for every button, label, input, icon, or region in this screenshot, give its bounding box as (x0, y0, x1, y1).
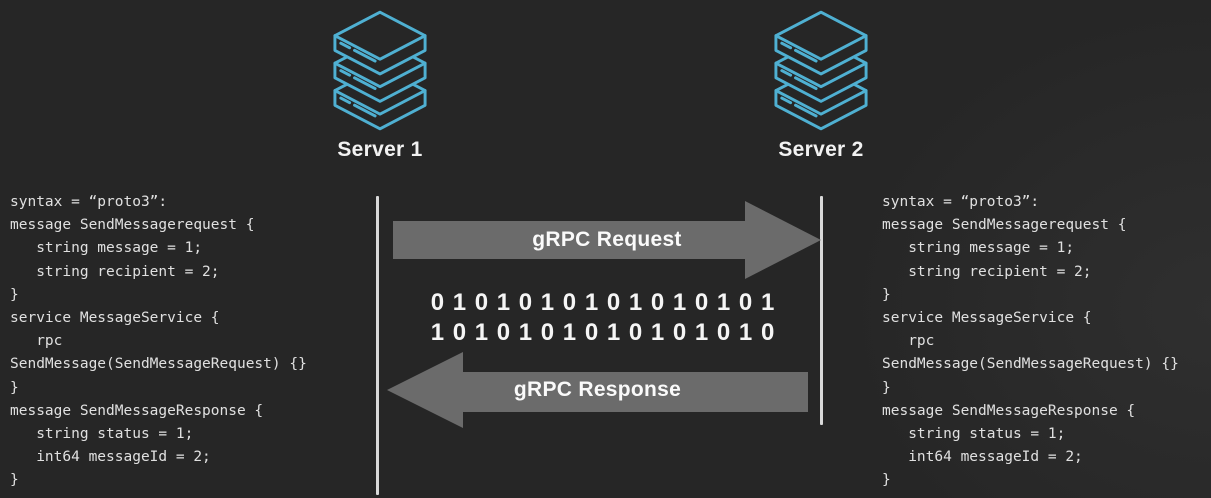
request-arrow-head (745, 201, 821, 279)
code-line: } (10, 286, 19, 303)
code-line: string message = 1; (10, 240, 203, 257)
code-line: syntax = “proto3”: (882, 194, 1040, 210)
code-line: rpc (882, 333, 935, 350)
proto-code-right: syntax = “proto3”: message SendMessagereq… (882, 191, 1179, 493)
request-arrow-label: gRPC Request (532, 228, 682, 251)
server-2-group: Server 2 (741, 8, 901, 162)
server-stack-icon (774, 10, 868, 131)
code-line: SendMessage(SendMessageRequest) {} (882, 356, 1179, 373)
server-stack-icon (333, 10, 427, 131)
response-arrow-label: gRPC Response (513, 378, 682, 401)
server-2-label: Server 2 (778, 138, 864, 161)
code-line: message SendMessageResponse { (882, 402, 1136, 419)
code-line: } (10, 379, 19, 396)
code-line: syntax = “proto3”: (10, 194, 168, 210)
server-2-lifeline (820, 196, 823, 425)
server-1-label: Server 1 (337, 138, 423, 161)
response-arrow-body (463, 372, 808, 412)
code-line: service MessageService { (882, 310, 1092, 327)
code-line: } (882, 286, 891, 303)
code-line: message SendMessageResponse { (10, 402, 264, 419)
code-line: rpc (10, 333, 63, 350)
code-line: SendMessage(SendMessageRequest) {} (10, 356, 307, 373)
proto-code-left: syntax = “proto3”: message SendMessagereq… (10, 191, 307, 493)
code-line: string message = 1; (882, 240, 1075, 257)
code-line: message SendMessagerequest { (882, 217, 1127, 234)
binary-row-1: 0 1 0 1 0 1 0 1 0 1 0 1 0 1 0 1 (430, 289, 776, 316)
binary-row-2: 1 0 1 0 1 0 1 0 1 0 1 0 1 0 1 0 (430, 319, 776, 346)
grpc-response-arrow: gRPC Response (387, 352, 808, 428)
code-line: } (882, 379, 891, 396)
code-line: int64 messageId = 2; (882, 449, 1083, 466)
code-line: string status = 1; (10, 426, 194, 443)
response-arrow-head (387, 352, 463, 428)
request-arrow-body (393, 221, 745, 259)
server-1-lifeline (376, 196, 379, 495)
code-line: string recipient = 2; (882, 263, 1092, 280)
code-line: service MessageService { (10, 310, 220, 327)
grpc-request-arrow: gRPC Request (393, 201, 821, 279)
code-line: } (10, 472, 19, 489)
code-line: string recipient = 2; (10, 263, 220, 280)
code-line: } (882, 472, 891, 489)
code-line: int64 messageId = 2; (10, 449, 211, 466)
code-line: string status = 1; (882, 426, 1066, 443)
code-line: message SendMessagerequest { (10, 217, 255, 234)
server-1-group: Server 1 (300, 8, 460, 162)
clipped-red-binary-row: 0 1 0 1 0 1 0 1 0 1 0 1 0 1 (462, 493, 762, 498)
